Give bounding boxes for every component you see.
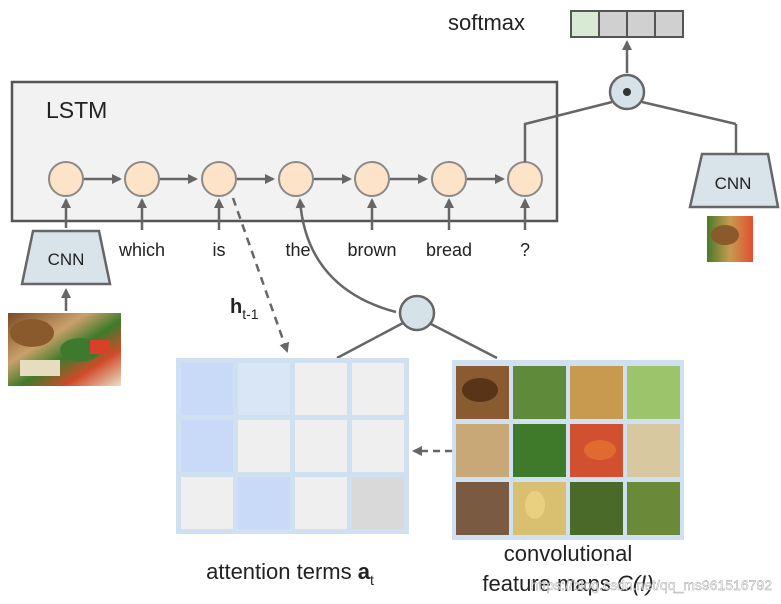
attention-to-merge-line [336, 321, 404, 360]
attention-cell [352, 477, 404, 529]
hidden-state-subscript: t-1 [242, 306, 259, 322]
attention-cell [238, 477, 290, 529]
word-bread: bread [426, 240, 472, 260]
feature-caption-italic: C(I) [617, 571, 654, 596]
softmax-label: softmax [448, 10, 525, 35]
question-words: which is the brown bread ? [118, 240, 530, 260]
attention-cell [238, 363, 290, 415]
hidden-state-label: ht-1 [230, 296, 259, 322]
features-to-merge-line [430, 322, 498, 360]
feature-caption-line1: convolutional [504, 541, 632, 566]
cnn-right-to-product-line-2 [641, 100, 737, 126]
cnn-right-label: CNN [715, 174, 752, 193]
attention-caption-bold: a [358, 559, 371, 584]
merge-to-lstm-curve [295, 198, 397, 314]
cnn-left-label: CNN [48, 250, 85, 269]
feature-caption-line2: feature maps C(I) [482, 571, 653, 596]
lstm-node-4 [278, 161, 314, 197]
attention-cell [352, 363, 404, 415]
attention-grid [176, 358, 409, 534]
softmax-output-vector [570, 10, 684, 38]
lstm-to-product-line [523, 100, 613, 162]
word-input-arrows [61, 198, 530, 230]
lstm-node-1 [48, 161, 84, 197]
elementwise-product-dot [623, 88, 631, 96]
word-which: which [118, 240, 165, 260]
attention-cell [295, 420, 347, 472]
lstm-nodes [48, 161, 543, 197]
lstm-node-7 [507, 161, 543, 197]
watermark: https://blog.csdn.net/qq_ms961516792 [531, 577, 773, 593]
attention-caption: attention terms at [206, 559, 374, 588]
attention-cell [181, 477, 233, 529]
attention-cell [352, 420, 404, 472]
lstm-label: LSTM [46, 97, 107, 123]
input-photo-left [8, 313, 121, 386]
attention-cell [238, 420, 290, 472]
attention-cell [295, 363, 347, 415]
feature-map-grid [452, 360, 684, 540]
attention-caption-text: attention terms [206, 559, 358, 584]
word-is: is [213, 240, 226, 260]
attention-merge-node [398, 294, 436, 332]
input-photo-right [707, 216, 753, 262]
lstm-node-3 [201, 161, 237, 197]
word-question-mark: ? [520, 240, 530, 260]
feature-caption-text: feature maps [482, 571, 617, 596]
lstm-box [10, 80, 559, 223]
attention-cell [181, 420, 233, 472]
attention-cell [295, 477, 347, 529]
word-the: the [285, 240, 310, 260]
cnn-left-block [20, 229, 112, 286]
attention-caption-subscript: t [370, 572, 374, 588]
lstm-node-6 [431, 161, 467, 197]
hidden-state-h: h [230, 296, 242, 318]
cnn-right-block [688, 152, 780, 209]
word-brown: brown [347, 240, 396, 260]
lstm-node-2 [124, 161, 160, 197]
lstm-node-5 [354, 161, 390, 197]
attention-cell [181, 363, 233, 415]
